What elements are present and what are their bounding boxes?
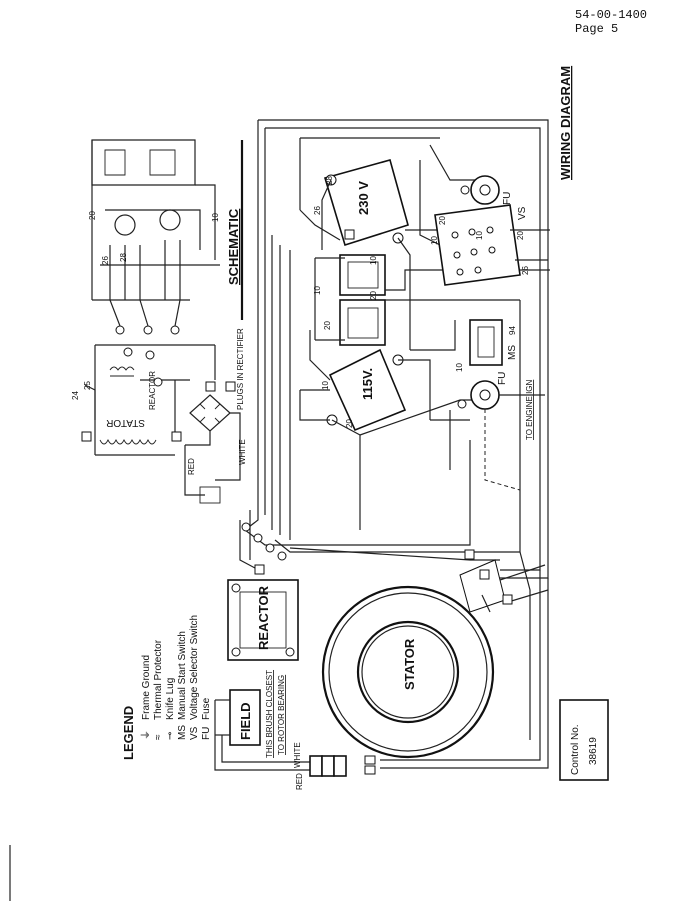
- wire-red-schematic: RED: [187, 458, 196, 475]
- wire-number: 10: [211, 213, 220, 222]
- stator-main-label: STATOR: [402, 638, 417, 690]
- terminal-block-rw: RED WHITE: [293, 742, 376, 790]
- fuse-bottom-label: FU: [497, 372, 508, 385]
- control-label: Control No.: [570, 724, 581, 775]
- fuse-top: FU: [460, 175, 513, 205]
- ms-label: MS: [507, 345, 518, 360]
- legend-symbol-ground: ⏚: [140, 730, 152, 740]
- wire-number: 10: [313, 286, 322, 295]
- transformer-115v: 115V.: [326, 348, 407, 432]
- fuse-bottom: FU TO ENGINE IGN: [457, 372, 545, 491]
- legend-label: Manual Start Switch: [177, 631, 188, 720]
- wire-number: 10: [430, 236, 439, 245]
- wire-number: 10: [321, 381, 330, 390]
- legend-label: Voltage Selector Switch: [189, 615, 200, 720]
- legend: LEGEND ⏚ Frame Ground ≈ Thermal Protecto…: [121, 615, 212, 760]
- transformer-115-label: 115V.: [360, 368, 375, 400]
- legend-label: Frame Ground: [141, 655, 152, 720]
- legend-label: Thermal Protector: [153, 639, 164, 720]
- plug-rectifier-label: PLUGS IN RECTIFIER: [236, 328, 245, 410]
- wire-number: 26: [313, 206, 322, 215]
- legend-symbol-ms: MS: [177, 725, 188, 740]
- legend-title: LEGEND: [121, 706, 136, 760]
- manual-start-switch: MS: [469, 319, 518, 366]
- wire-number: 20: [345, 419, 354, 428]
- wire-number: 20: [438, 216, 447, 225]
- schematic-title: SCHEMATIC: [226, 208, 241, 285]
- field-assembly: FIELD THIS BRUSH CLOSEST TO ROTOR BEARIN…: [214, 670, 310, 771]
- harness-terminals: [241, 229, 513, 605]
- rectifier-bridge: [189, 394, 231, 432]
- field-label: FIELD: [238, 702, 253, 740]
- wire-number: 26: [101, 256, 110, 265]
- legend-label: Knife Lug: [165, 678, 176, 720]
- receptacle-block: [309, 254, 550, 381]
- wire-number: 28: [325, 176, 334, 185]
- document-number: 54-00-1400: [575, 8, 648, 22]
- legend-symbol-thermal: ≈: [153, 734, 164, 740]
- wire-number: 28: [119, 253, 128, 262]
- schematic: SCHEMATIC 20 10 26 28 R: [71, 139, 247, 504]
- reactor-main: REACTOR: [227, 579, 299, 661]
- wiring-diagram-title: WIRING DIAGRAM: [558, 66, 573, 180]
- stator-main: STATOR: [321, 559, 549, 759]
- vs-label: VS: [517, 206, 528, 220]
- reactor-main-label: REACTOR: [256, 585, 271, 650]
- transformer-230v: 230 V: [323, 159, 409, 247]
- wire-number: 20: [369, 291, 378, 300]
- wire-number: 20: [88, 211, 97, 220]
- legend-label: Fuse: [201, 697, 212, 720]
- wiring-diagram: WIRING DIAGRAM 230 V: [214, 66, 573, 790]
- reactor-schematic-label: REACTOR: [148, 371, 157, 410]
- control-number: 38619: [588, 737, 599, 765]
- brush-note-1: THIS BRUSH CLOSEST: [265, 670, 274, 758]
- wire-red-label: RED: [295, 773, 304, 790]
- wire-number: 10: [475, 231, 484, 240]
- fuse-top-label: FU: [502, 192, 513, 205]
- wire-number: 26: [521, 266, 530, 275]
- legend-symbol-knife-lug: ⊸: [165, 732, 176, 740]
- voltage-selector-switch: VS: [434, 204, 550, 286]
- wire-number: 94: [508, 326, 517, 335]
- brush-note-2: TO ROTOR BEARING: [277, 675, 286, 755]
- legend-symbol-fuse: FU: [201, 727, 212, 740]
- transformer-230-label: 230 V: [356, 181, 371, 215]
- stator-schematic-label: STATOR: [106, 417, 145, 428]
- wire-number: 20: [323, 321, 332, 330]
- control-number-box: Control No. 38619: [559, 699, 609, 781]
- wire-number: 25: [83, 381, 92, 390]
- stator-schematic: STATOR 24 25: [71, 381, 182, 456]
- to-engine-ign-label: TO ENGINE IGN: [525, 379, 534, 440]
- wire-white-schematic: WHITE: [238, 439, 247, 465]
- wire-number: 20: [516, 231, 525, 240]
- legend-symbol-vs: VS: [189, 726, 200, 740]
- reactor-schematic: REACTOR: [109, 366, 157, 410]
- page-number: Page 5: [575, 22, 619, 36]
- wire-white-label: WHITE: [293, 742, 302, 768]
- wire-number: 10: [455, 363, 464, 372]
- wire-number: 10: [369, 256, 378, 265]
- wire-number: 24: [71, 391, 80, 400]
- wire-numbers-main: 26 28 20 10 10 20 10 20 10 94 26 20 10 2…: [313, 176, 530, 428]
